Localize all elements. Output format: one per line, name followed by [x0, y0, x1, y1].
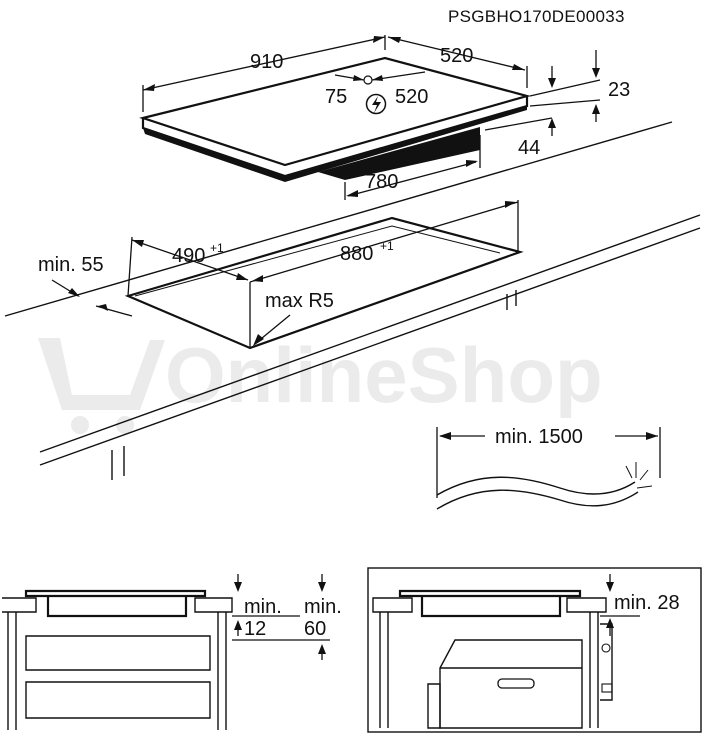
left-counter-right — [194, 597, 233, 613]
cable-strands — [625, 462, 653, 489]
dim-12-min: min. — [244, 596, 282, 618]
product-code: PSGBHO170DE00033 — [448, 7, 625, 26]
countertop-front-bottom — [39, 227, 701, 466]
dim-cable: min. 1500 — [495, 426, 583, 448]
dim-880-lines — [249, 200, 519, 348]
oven-handle — [497, 678, 535, 689]
section-left: min. 12 min. 60 — [2, 574, 342, 730]
dim-520: 520 — [440, 45, 473, 67]
dim-min-28: min. 28 — [614, 592, 680, 614]
dim-connection-arrows — [353, 75, 383, 81]
right-hob-glass — [398, 589, 582, 598]
dim-490-tol: +1 — [210, 241, 224, 255]
dim-28-arrows — [606, 582, 614, 628]
right-cabinet-sides — [379, 612, 599, 728]
radius-arrow — [253, 334, 264, 346]
cabinet-leg-right — [506, 290, 517, 310]
dim-min55-arrows — [68, 288, 108, 311]
dim-44-lines — [484, 66, 553, 136]
connection-point — [363, 75, 373, 85]
dim-880: 880 — [340, 243, 373, 265]
cable-wire-bottom — [436, 489, 639, 510]
left-counter-left — [2, 597, 37, 613]
left-cabinet-sides — [7, 612, 227, 730]
power-symbol-icon — [365, 93, 387, 115]
left-hob-body — [46, 596, 188, 618]
dim-23: 23 — [608, 79, 630, 101]
countertop-back-edge — [4, 121, 673, 317]
dim-780: 780 — [365, 171, 398, 193]
dim-44-arrows — [548, 78, 556, 128]
dim-75: 75 — [325, 86, 347, 108]
right-cabinet-bracket — [600, 623, 613, 701]
dim-60-min: min. — [304, 596, 342, 618]
oven-body — [439, 639, 583, 729]
dim-780-lines — [344, 135, 481, 200]
hob-edge-shadow-right — [285, 106, 527, 182]
dim-12: 12 — [244, 618, 266, 640]
dim-520-line — [387, 36, 528, 88]
countertop-drawing: 490 +1 880 +1 min. 55 max R5 — [4, 121, 701, 480]
dim-min55-lines — [51, 279, 133, 317]
dim-910-line — [142, 35, 386, 112]
dim-44: 44 — [518, 137, 540, 159]
watermark-text: OnlineShop — [165, 331, 603, 419]
countertop-front-top — [39, 214, 701, 453]
hob-body — [318, 127, 480, 180]
cart-logo-icon — [38, 338, 165, 434]
section-right: min. 28 — [367, 567, 702, 733]
left-hob-glass — [24, 589, 207, 598]
dim-910: 910 — [250, 51, 283, 73]
left-drawer-1 — [25, 635, 211, 671]
dim-cable-lines — [436, 427, 661, 498]
cable-wire-top — [436, 476, 636, 496]
hob-edge-shadow — [143, 128, 285, 182]
dim-880-tol: +1 — [380, 239, 394, 253]
bracket-hole-1 — [601, 643, 611, 653]
dim-23-arrows — [592, 68, 600, 114]
left-drawer-2 — [25, 681, 211, 719]
dim-conn-520: 520 — [395, 86, 428, 108]
right-counter-right — [566, 597, 607, 613]
right-counter-left — [372, 597, 413, 613]
cutout-outline — [124, 216, 524, 350]
dim-12-arrows — [234, 582, 242, 630]
cutout-inner-wall — [134, 225, 501, 297]
dim-490-lines — [127, 236, 249, 297]
section-right-frame — [367, 567, 702, 733]
radius-label: max R5 — [265, 290, 334, 312]
cabinet-leg-left — [111, 446, 125, 480]
dim-490: 490 — [172, 245, 205, 267]
cable-drawing: min. 1500 — [436, 426, 661, 510]
dim-min-55: min. 55 — [38, 254, 104, 276]
dim-60: 60 — [304, 618, 326, 640]
dim-23-lines — [529, 50, 601, 122]
bracket-hole-2 — [601, 683, 613, 693]
right-hob-body — [420, 596, 562, 618]
hob-drawing: 910 520 75 520 23 44 780 — [139, 35, 630, 200]
oven-door-edge — [427, 683, 441, 729]
watermark: OnlineShop — [38, 331, 603, 434]
